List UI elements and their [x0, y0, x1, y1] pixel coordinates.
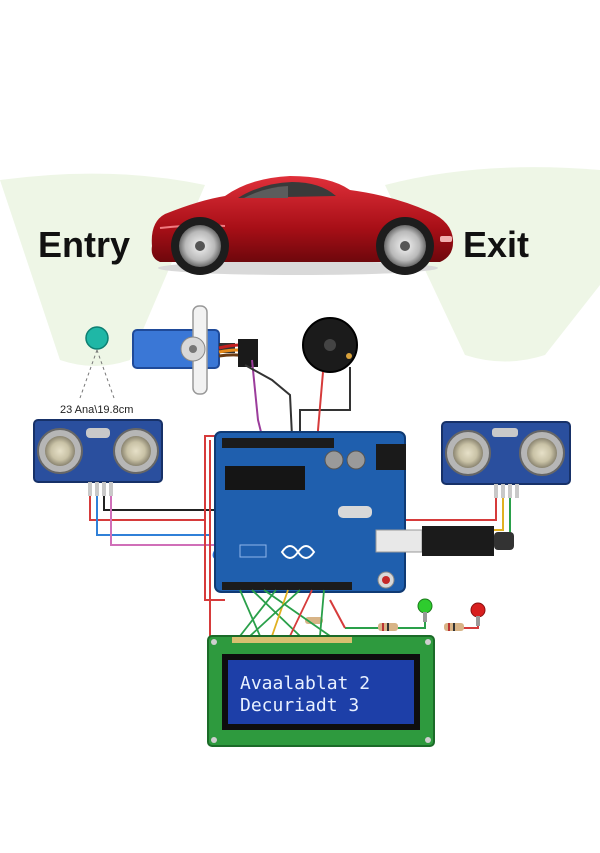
usb-connector: [375, 526, 514, 556]
lcd-line-2: Decuriadt 3: [240, 695, 359, 716]
entry-label: Entry: [38, 224, 130, 265]
lcd-module: [207, 635, 435, 747]
green-led: [417, 598, 433, 622]
sensor-distance-caption: 23 Ana\19.8cm: [60, 404, 133, 416]
entry-ultrasonic-sensor: [33, 419, 163, 496]
lcd-line-1: Avaalablat 2: [240, 673, 370, 694]
exit-sensor-zone: [385, 167, 600, 362]
lcd-wires: [239, 589, 331, 637]
entry-led: [79, 326, 115, 399]
buzzer: [302, 317, 358, 373]
car: [151, 176, 454, 275]
entry-sensor-zone: [0, 173, 205, 366]
resistors: [305, 617, 464, 631]
servo-motor: [132, 305, 235, 395]
microcontroller-board: [214, 431, 406, 593]
red-led: [470, 602, 486, 626]
exit-label: Exit: [463, 224, 529, 265]
exit-ultrasonic-sensor: [441, 421, 571, 498]
